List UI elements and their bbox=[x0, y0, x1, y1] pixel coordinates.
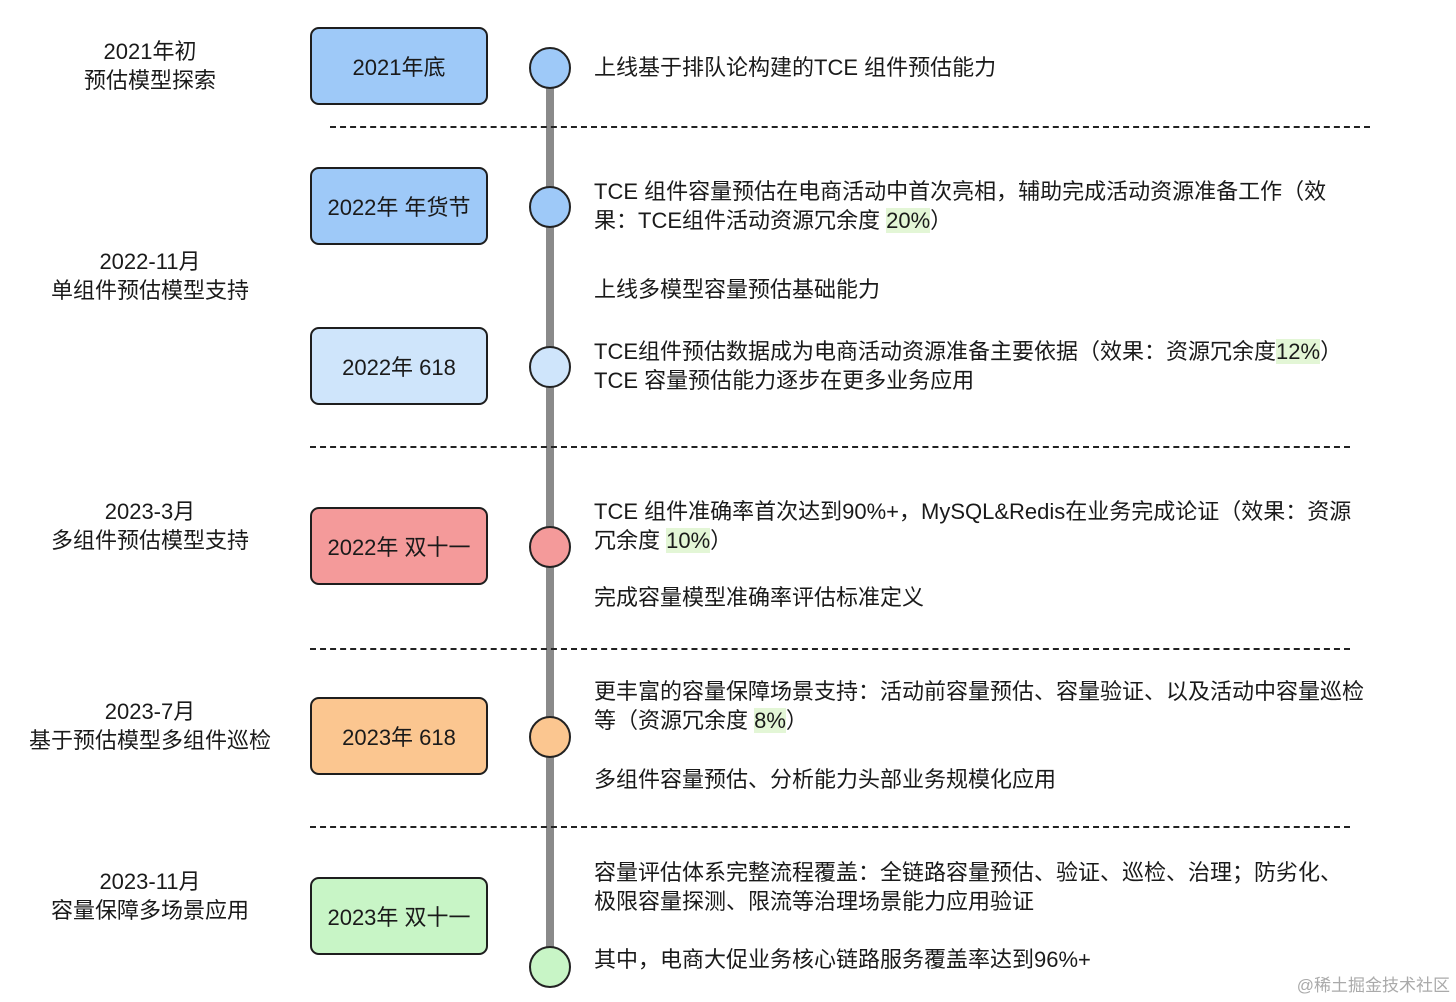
detail-line: TCE组件预估数据成为电商活动资源准备主要依据（效果：资源冗余度12%） bbox=[594, 337, 1342, 366]
detail-line: 容量评估体系完整流程覆盖：全链路容量预估、验证、巡检、治理；防劣化、 bbox=[594, 860, 1343, 885]
detail-text-7: 多组件容量预估、分析能力头部业务规模化应用 bbox=[594, 767, 1057, 792]
phase-date: 2023-11月 bbox=[99, 869, 201, 894]
milestone-label: 2022年 双十一 bbox=[327, 535, 471, 560]
phase-title: 预估模型探索 bbox=[83, 68, 216, 93]
phase-label-2023-11: 2023-11月 容量保障多场景应用 bbox=[0, 867, 300, 925]
milestone-label: 2021年底 bbox=[352, 55, 446, 80]
milestone-label: 2022年 618 bbox=[342, 355, 456, 380]
detail-text-5: 完成容量模型准确率评估标准定义 bbox=[594, 585, 925, 610]
milestone-box-2023-618: 2023年 618 bbox=[310, 697, 488, 775]
detail-text-0: 上线基于排队论构建的TCE 组件预估能力 bbox=[594, 55, 997, 80]
phase-separator bbox=[310, 826, 1350, 828]
phase-separator bbox=[310, 446, 1350, 448]
milestone-label: 2023年 双十一 bbox=[327, 905, 471, 930]
phase-label-2023-3: 2023-3月 多组件预估模型支持 bbox=[0, 497, 300, 555]
detail-text-2: 上线多模型容量预估基础能力 bbox=[594, 277, 881, 302]
timeline-dot-1 bbox=[529, 47, 571, 89]
detail-segment: ） bbox=[710, 528, 733, 553]
milestone-box-2023-double11: 2023年 双十一 bbox=[310, 877, 488, 955]
detail-line: 果：TCE组件活动资源冗余度 20%） bbox=[594, 206, 1326, 235]
phase-date: 2023-3月 bbox=[104, 499, 196, 524]
phase-title: 多组件预估模型支持 bbox=[50, 528, 249, 553]
phase-title: 容量保障多场景应用 bbox=[50, 898, 249, 923]
detail-segment: 冗余度 bbox=[594, 528, 667, 553]
detail-text-8: 容量评估体系完整流程覆盖：全链路容量预估、验证、巡检、治理；防劣化、 极限容量探… bbox=[594, 858, 1342, 916]
detail-segment: TCE组件预估数据成为电商活动资源准备主要依据（效果：资源冗余度 bbox=[594, 339, 1277, 364]
phase-label-2023-7: 2023-7月 基于预估模型多组件巡检 bbox=[0, 697, 300, 755]
detail-line: 冗余度 10%） bbox=[594, 526, 1351, 555]
redundancy-highlight: 12% bbox=[1276, 339, 1321, 364]
detail-line: 等（资源冗余度 8%） bbox=[594, 706, 1364, 735]
milestone-box-2022-new-year: 2022年 年货节 bbox=[310, 167, 488, 245]
phase-label-2021: 2021年初 预估模型探索 bbox=[0, 37, 300, 95]
timeline-dot-4 bbox=[529, 526, 571, 568]
detail-line: TCE 组件容量预估在电商活动中首次亮相，辅助完成活动资源准备工作（效 bbox=[594, 179, 1327, 204]
detail-line: 极限容量探测、限流等治理场景能力应用验证 bbox=[594, 889, 1035, 914]
phase-title: 基于预估模型多组件巡检 bbox=[28, 728, 271, 753]
detail-text-6: 更丰富的容量保障场景支持：活动前容量预估、容量验证、以及活动中容量巡检 等（资源… bbox=[594, 677, 1364, 735]
timeline-dot-3 bbox=[529, 346, 571, 388]
watermark: @稀土掘金技术社区 bbox=[1296, 976, 1450, 995]
detail-text-9: 其中，电商大促业务核心链路服务覆盖率达到96%+ bbox=[594, 947, 1091, 972]
phase-date: 2023-7月 bbox=[104, 699, 196, 724]
phase-date: 2022-11月 bbox=[99, 249, 201, 274]
detail-segment: ） bbox=[1320, 339, 1343, 364]
detail-text-1: TCE 组件容量预估在电商活动中首次亮相，辅助完成活动资源准备工作（效 果：TC… bbox=[594, 177, 1326, 235]
detail-segment: 等（资源冗余度 bbox=[594, 708, 755, 733]
detail-segment: ） bbox=[785, 708, 808, 733]
timeline-dot-5 bbox=[529, 716, 571, 758]
timeline-axis bbox=[546, 66, 554, 966]
detail-line: TCE 容量预估能力逐步在更多业务应用 bbox=[594, 368, 975, 393]
detail-segment: 果：TCE组件活动资源冗余度 bbox=[594, 208, 887, 233]
detail-segment: ） bbox=[930, 208, 953, 233]
detail-line: 更丰富的容量保障场景支持：活动前容量预估、容量验证、以及活动中容量巡检 bbox=[594, 679, 1365, 704]
phase-separator bbox=[330, 126, 1370, 128]
milestone-label: 2022年 年货节 bbox=[327, 195, 471, 220]
milestone-box-2022-618: 2022年 618 bbox=[310, 327, 488, 405]
detail-line: TCE 组件准确率首次达到90%+，MySQL&Redis在业务完成论证（效果：… bbox=[594, 499, 1352, 524]
detail-text-3: TCE组件预估数据成为电商活动资源准备主要依据（效果：资源冗余度12%） TCE… bbox=[594, 337, 1342, 395]
phase-date: 2021年初 bbox=[103, 39, 197, 64]
detail-text-4: TCE 组件准确率首次达到90%+，MySQL&Redis在业务完成论证（效果：… bbox=[594, 497, 1351, 555]
phase-separator bbox=[310, 648, 1350, 650]
milestone-box-2021-end: 2021年底 bbox=[310, 27, 488, 105]
phase-title: 单组件预估模型支持 bbox=[50, 278, 249, 303]
timeline-dot-2 bbox=[529, 186, 571, 228]
redundancy-highlight: 8% bbox=[754, 708, 786, 733]
redundancy-highlight: 20% bbox=[886, 208, 931, 233]
phase-label-2022-11: 2022-11月 单组件预估模型支持 bbox=[0, 247, 300, 305]
timeline-dot-6 bbox=[529, 946, 571, 988]
redundancy-highlight: 10% bbox=[666, 528, 711, 553]
milestone-label: 2023年 618 bbox=[342, 725, 456, 750]
milestone-box-2022-double11: 2022年 双十一 bbox=[310, 507, 488, 585]
